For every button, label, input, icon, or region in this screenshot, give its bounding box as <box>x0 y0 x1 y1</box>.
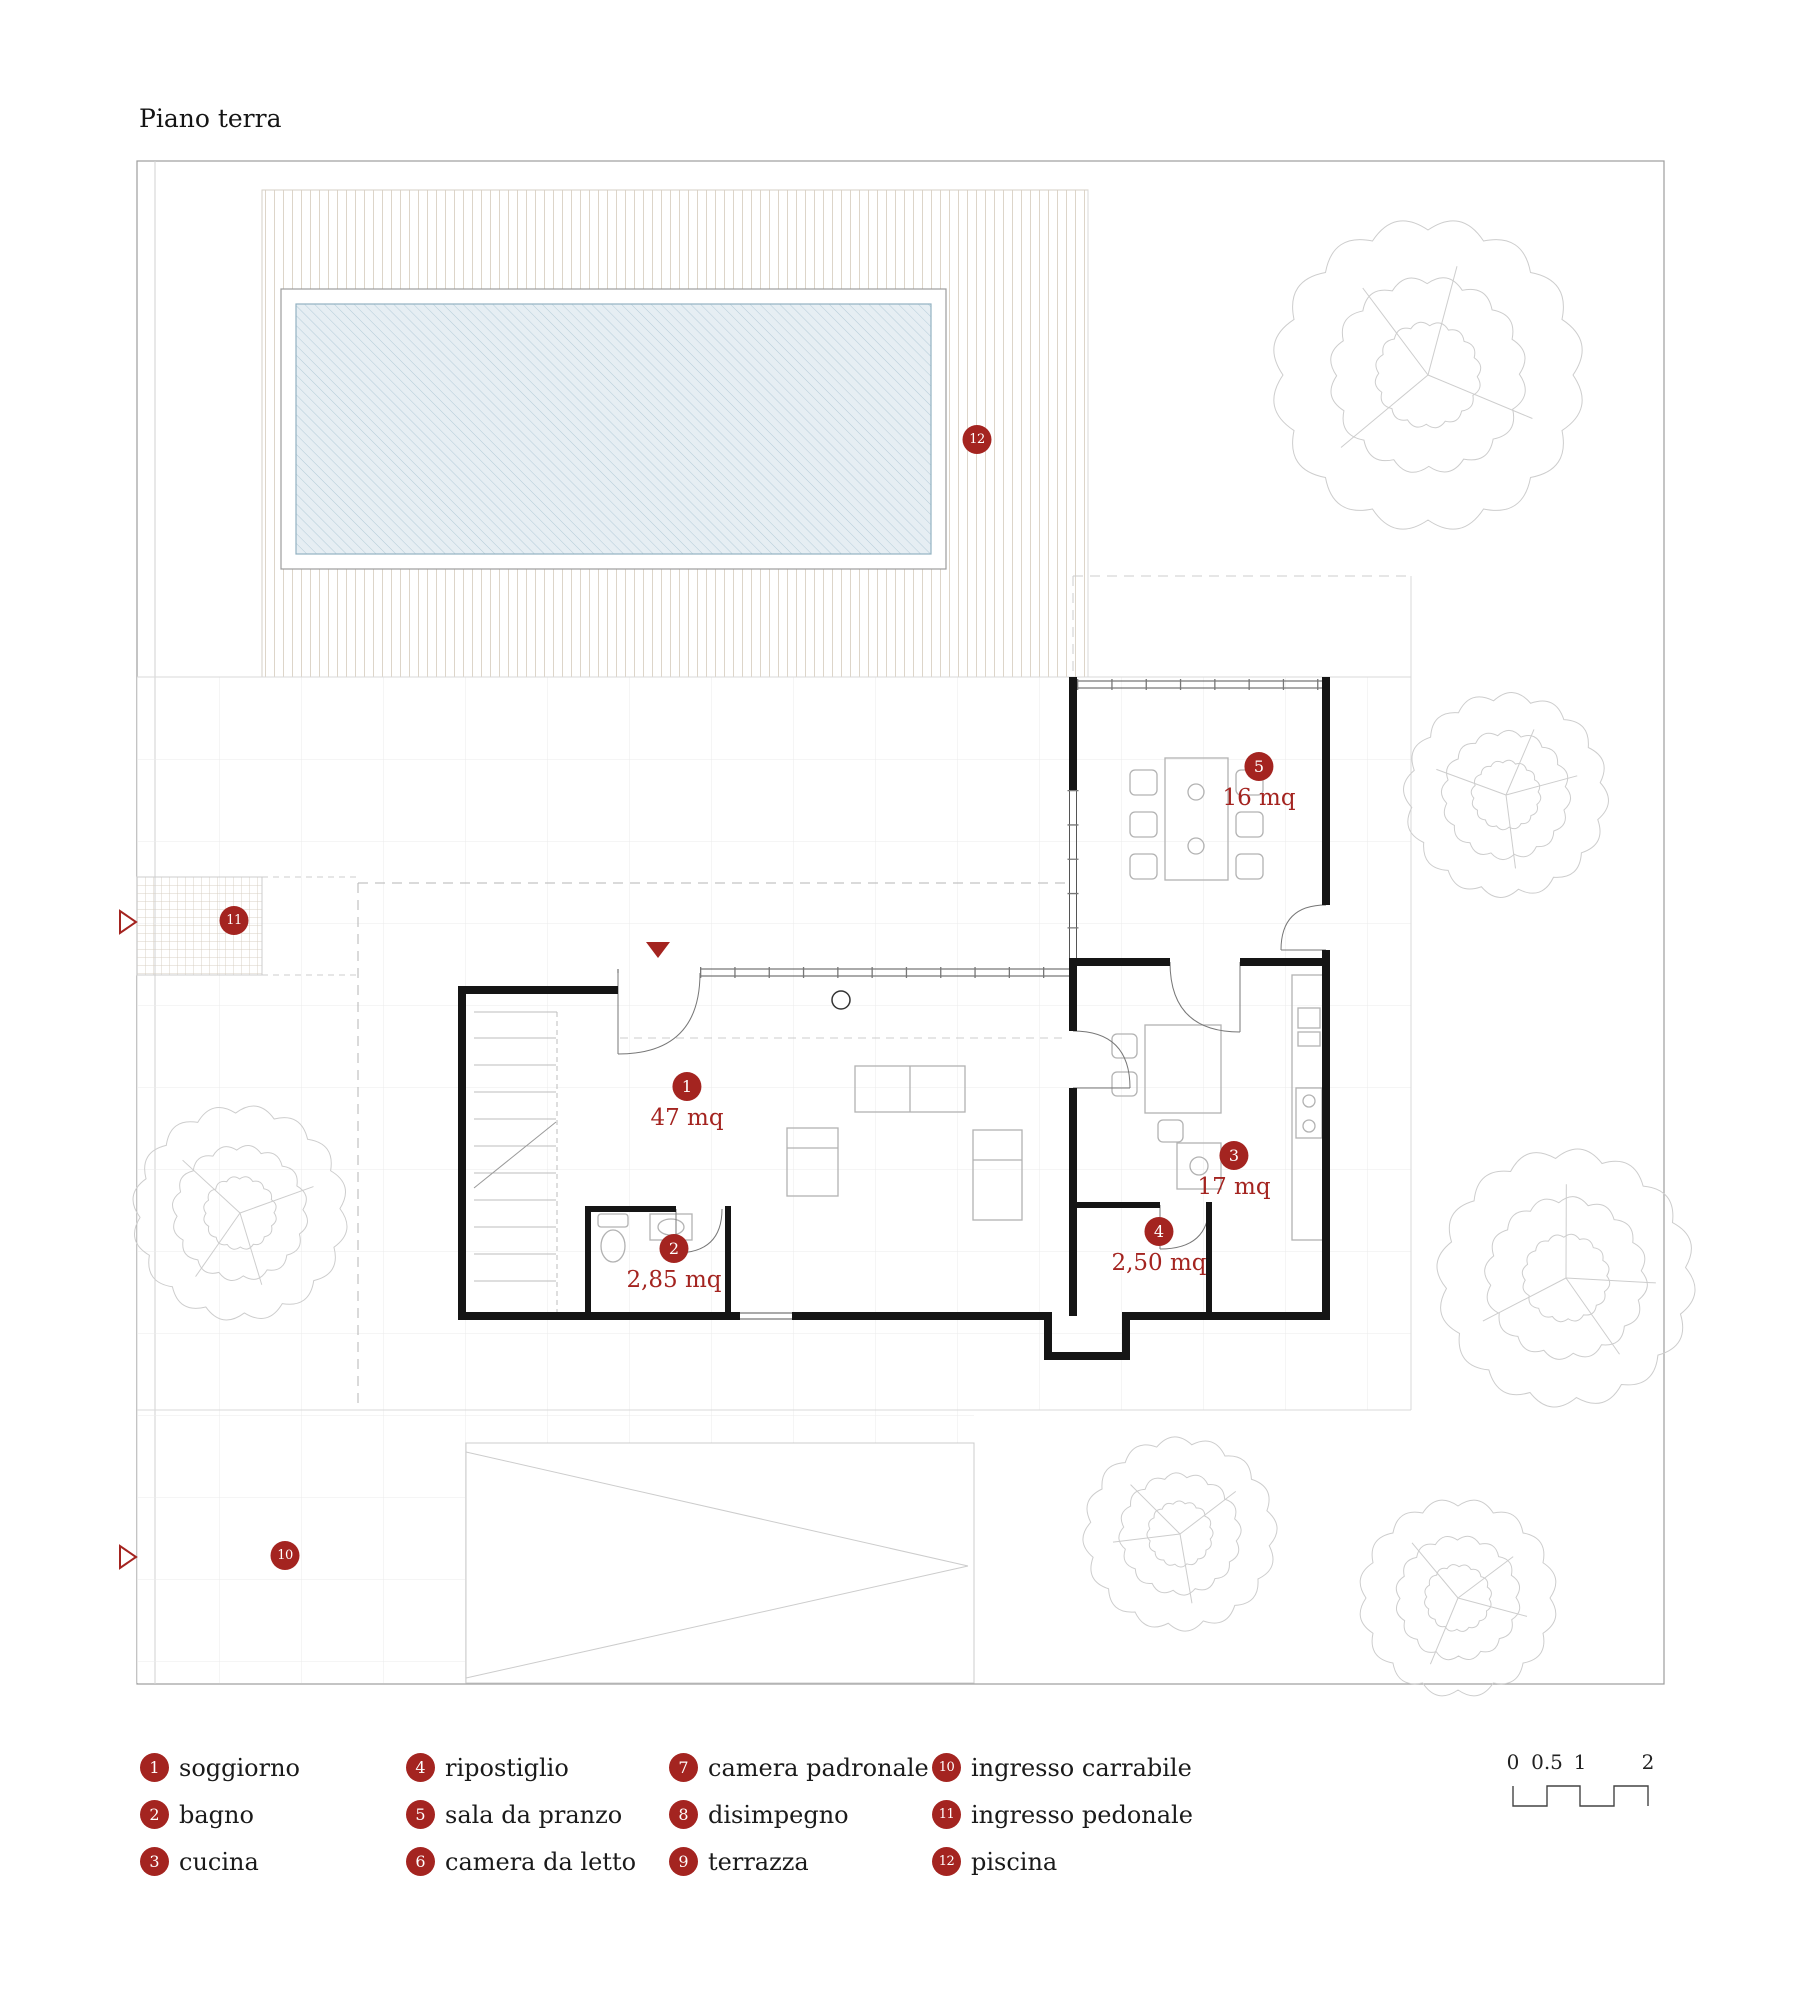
courtyard-lines <box>137 190 1412 1411</box>
legend-number: 8 <box>669 1800 698 1829</box>
legend-item-ingresso-pedonale: 11 ingresso pedonale <box>932 1800 1193 1829</box>
legend-item-terrazza: 9 terrazza <box>669 1847 932 1876</box>
room-marker-ingresso-pedonale: 11 <box>219 906 249 935</box>
room-marker-cucina: 3 17 mq <box>1197 1141 1271 1200</box>
scale-label-2: 2 <box>1641 1750 1655 1774</box>
legend-label: bagno <box>179 1800 254 1829</box>
marker-number: 10 <box>270 1541 300 1570</box>
legend-number: 2 <box>140 1800 169 1829</box>
pool <box>280 288 947 570</box>
marker-number: 3 <box>1219 1141 1249 1170</box>
legend-label: ingresso carrabile <box>971 1753 1192 1782</box>
legend-item-disimpegno: 8 disimpegno <box>669 1800 932 1829</box>
legend-item-camera-da-letto: 6 camera da letto <box>406 1847 669 1876</box>
scale-label-1: 1 <box>1573 1750 1587 1774</box>
legend-number: 3 <box>140 1847 169 1876</box>
legend-label: ripostiglio <box>445 1753 569 1782</box>
legend-label: camera da letto <box>445 1847 637 1876</box>
legend-label: soggiorno <box>179 1753 300 1782</box>
entrance-arrow-icon <box>646 942 670 958</box>
room-marker-bagno: 2 2,85 mq <box>626 1234 722 1293</box>
legend-item-cucina: 3 cucina <box>140 1847 406 1876</box>
legend-number: 12 <box>932 1847 961 1876</box>
marker-number: 11 <box>219 906 249 935</box>
column <box>831 990 851 1010</box>
legend-label: ingresso pedonale <box>971 1800 1193 1829</box>
legend-label: cucina <box>179 1847 259 1876</box>
room-marker-ripostiglio: 4 2,50 mq <box>1111 1217 1207 1276</box>
marker-number: 4 <box>1144 1217 1174 1246</box>
room-marker-soggiorno: 1 47 mq <box>650 1072 724 1131</box>
legend-number: 7 <box>669 1753 698 1782</box>
pedestrian-arrow-icon <box>119 909 138 935</box>
legend-number: 11 <box>932 1800 961 1829</box>
legend-label: terrazza <box>708 1847 809 1876</box>
page-title: Piano terra <box>139 104 282 133</box>
marker-number: 2 <box>659 1234 689 1263</box>
legend-item-bagno: 2 bagno <box>140 1800 406 1829</box>
furniture <box>597 757 1327 1263</box>
room-marker-sala-da-pranzo: 5 16 mq <box>1222 752 1296 811</box>
entrance-marks <box>119 909 670 1570</box>
legend-item-piscina: 12 piscina <box>932 1847 1193 1876</box>
scale-label-0: 0 <box>1506 1750 1520 1774</box>
legend-number: 10 <box>932 1753 961 1782</box>
legend-number: 6 <box>406 1847 435 1876</box>
legend-number: 9 <box>669 1847 698 1876</box>
driveway <box>465 1442 975 1684</box>
house-walls <box>458 677 1330 1360</box>
scale-label-05: 0.5 <box>1531 1750 1563 1774</box>
marker-area: 2,85 mq <box>626 1267 722 1293</box>
roof-overhang-dashed <box>357 882 1069 1410</box>
marker-area: 16 mq <box>1222 785 1296 811</box>
scale-bar <box>1512 1785 1649 1807</box>
marker-area: 17 mq <box>1197 1174 1271 1200</box>
driveway-arrow-icon <box>119 1544 138 1570</box>
marker-area: 47 mq <box>650 1105 724 1131</box>
stairs <box>473 1011 558 1312</box>
legend-item-camera-padronale: 7 camera padronale <box>669 1753 932 1782</box>
legend-number: 5 <box>406 1800 435 1829</box>
legend: 1 soggiorno 2 bagno 3 cucina 4 ripostigl… <box>140 1744 1193 1885</box>
room-marker-piscina: 12 <box>962 425 992 454</box>
marker-number: 12 <box>962 425 992 454</box>
room-marker-ingresso-carrabile: 10 <box>270 1541 300 1570</box>
legend-number: 1 <box>140 1753 169 1782</box>
legend-item-soggiorno: 1 soggiorno <box>140 1753 406 1782</box>
legend-item-sala-da-pranzo: 5 sala da pranzo <box>406 1800 669 1829</box>
legend-number: 4 <box>406 1753 435 1782</box>
marker-area: 2,50 mq <box>1111 1250 1207 1276</box>
legend-label: sala da pranzo <box>445 1800 623 1829</box>
legend-item-ripostiglio: 4 ripostiglio <box>406 1753 669 1782</box>
marker-number: 1 <box>672 1072 702 1101</box>
marker-number: 5 <box>1244 752 1274 781</box>
legend-label: camera padronale <box>708 1753 929 1782</box>
legend-item-ingresso-carrabile: 10 ingresso carrabile <box>932 1753 1193 1782</box>
legend-label: disimpegno <box>708 1800 849 1829</box>
legend-label: piscina <box>971 1847 1058 1876</box>
